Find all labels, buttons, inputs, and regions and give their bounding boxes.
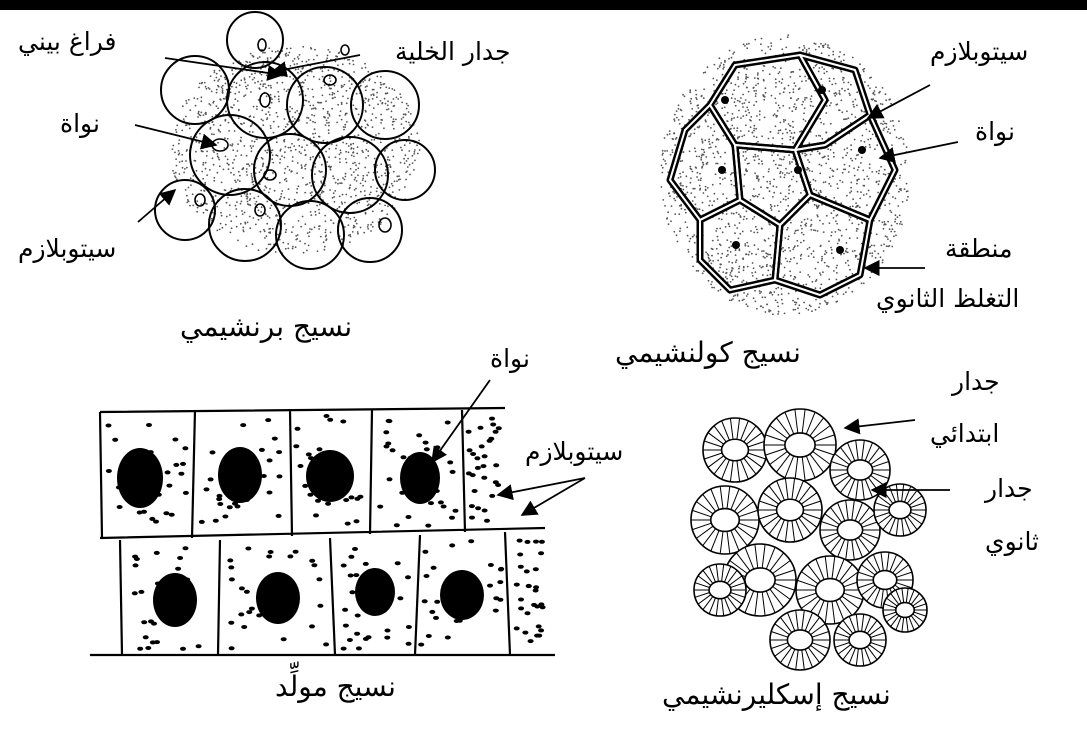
- collenchyma-cell: [795, 55, 870, 150]
- label-meristematic-nucleus: نواة: [490, 345, 530, 373]
- collenchyma-stipple: [661, 34, 909, 315]
- arrow-nucleus: [432, 380, 490, 462]
- sclerenchyma-tissue: [691, 409, 950, 670]
- sclerenchyma-lumen: [722, 439, 749, 461]
- meristematic-tissue: [90, 380, 585, 655]
- arrow-cell-wall: [272, 55, 360, 72]
- sclerenchyma-lumen: [896, 603, 914, 618]
- sclerenchyma-lumen: [849, 631, 871, 648]
- label-secondary-wall-line2: ثانوي: [985, 528, 1039, 556]
- collenchyma-nucleus: [858, 146, 866, 154]
- parenchyma-cell: [351, 71, 419, 139]
- parenchyma-nucleus: [264, 170, 276, 180]
- collenchyma-nucleus: [836, 246, 844, 254]
- label-cell-wall: جدار الخلية: [395, 38, 510, 66]
- meristematic-nucleus: [256, 572, 300, 624]
- parenchyma-cell: [312, 137, 388, 213]
- arrow-primary-wall: [845, 420, 915, 428]
- sclerenchyma-lumen: [787, 630, 812, 650]
- sclerenchyma-lumen: [847, 460, 872, 480]
- meristematic-nucleus: [117, 448, 163, 508]
- label-thickening-line1: منطقة: [945, 235, 1013, 263]
- sclerenchyma-lumen: [777, 499, 804, 521]
- sclerenchyma-lumen: [745, 568, 775, 592]
- caption-parenchyma: نسيج برنشيمي: [180, 312, 352, 343]
- sclerenchyma-cells: [691, 409, 927, 670]
- caption-collenchyma: نسيج كولنشيمي: [615, 338, 801, 369]
- parenchyma-cell: [209, 189, 281, 261]
- label-thickening-line2: التغلظ الثانوي: [876, 285, 1019, 313]
- collenchyma-tissue: [661, 34, 959, 315]
- label-meristematic-cytoplasm: سيتوبلازم: [525, 438, 623, 466]
- parenchyma-nucleus: [255, 204, 265, 216]
- collenchyma-cell: [775, 195, 870, 295]
- label-collenchyma-cytoplasm: سيتوبلازم: [930, 38, 1028, 66]
- parenchyma-cell: [375, 140, 435, 200]
- caption-meristematic: نسيج مولِّد: [275, 672, 396, 703]
- collenchyma-nucleus: [732, 241, 740, 249]
- label-secondary-wall-line1: جدار: [985, 475, 1033, 503]
- collenchyma-nucleus: [818, 86, 826, 94]
- meristematic-nucleus: [440, 570, 484, 620]
- top-border: [0, 0, 1087, 10]
- sclerenchyma-lumen: [816, 579, 845, 602]
- label-primary-wall-line2: ابتدائي: [930, 420, 999, 448]
- meristematic-nucleus: [153, 573, 197, 627]
- arrow-cytoplasm: [868, 85, 930, 118]
- label-intercellular-space: فراغ بيني: [18, 28, 116, 56]
- parenchyma-cell: [227, 12, 283, 68]
- sclerenchyma-lumen: [711, 509, 740, 532]
- arrow-nucleus: [135, 125, 216, 145]
- sclerenchyma-lumen: [837, 520, 862, 540]
- collenchyma-nucleus: [721, 96, 729, 104]
- meristematic-nucleus: [306, 450, 354, 502]
- caption-sclerenchyma: نسيج إسكليرنشيمي: [662, 680, 891, 711]
- parenchyma-nucleus: [341, 45, 349, 55]
- sclerenchyma-lumen: [709, 581, 731, 598]
- parenchyma-nucleus: [379, 218, 391, 232]
- sclerenchyma-lumen: [889, 501, 911, 518]
- label-parenchyma-cytoplasm: سيتوبلازم: [18, 235, 116, 263]
- parenchyma-nucleus: [195, 194, 205, 206]
- collenchyma-nucleus: [718, 166, 726, 174]
- label-collenchyma-nucleus: نواة: [975, 118, 1015, 146]
- sclerenchyma-lumen: [785, 433, 815, 457]
- meristematic-nucleus: [218, 447, 262, 503]
- parenchyma-tissue: [135, 12, 435, 269]
- meristematic-nucleus: [355, 568, 395, 616]
- label-primary-wall-line1: جدار: [952, 368, 1000, 396]
- parenchyma-nucleus: [260, 93, 270, 107]
- collenchyma-nucleus: [794, 166, 802, 174]
- sclerenchyma-lumen: [873, 571, 897, 590]
- label-parenchyma-nucleus: نواة: [60, 110, 100, 138]
- parenchyma-cell: [276, 201, 344, 269]
